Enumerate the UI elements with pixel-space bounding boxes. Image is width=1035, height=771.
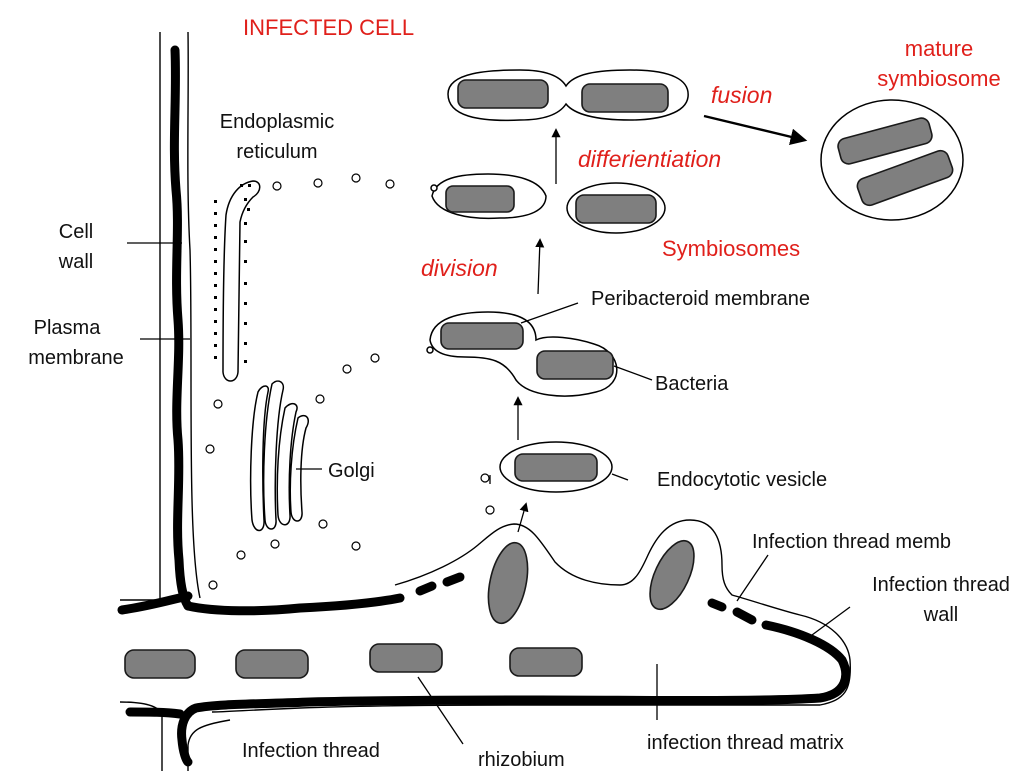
differentiation-label: differientiation — [578, 146, 721, 172]
plasma-membrane-label-line1: Plasma — [34, 317, 102, 339]
infection-thread-wall-label-line2: wall — [923, 604, 958, 626]
bacteria-pair-vesicle — [427, 312, 617, 396]
plasma-membrane-label-line2: membrane — [28, 347, 124, 369]
golgi-apparatus — [251, 381, 309, 530]
division-label: division — [421, 255, 498, 281]
mature-symbiosome-label-line2: symbiosome — [877, 66, 1000, 91]
fusing-symbiosome-pair — [448, 70, 688, 120]
rhizobium-label: rhizobium — [478, 749, 565, 771]
peribacteroid-membrane-label: Peribacteroid membrane — [591, 288, 810, 310]
er-label-line1: Endoplasmic — [220, 111, 335, 133]
cell-wall-label-line1: Cell — [59, 221, 93, 243]
title-label: INFECTED CELL — [243, 15, 414, 40]
endoplasmic-reticulum — [214, 181, 260, 381]
golgi-label: Golgi — [328, 460, 375, 482]
cell-wall-label-line2: wall — [58, 251, 93, 273]
symbiosomes-label: Symbiosomes — [662, 236, 800, 261]
symbiosomes — [431, 174, 665, 233]
infection-thread — [125, 520, 850, 762]
infection-thread-label: Infection thread — [242, 740, 380, 762]
endocytotic-vesicle-label: Endocytotic vesicle — [657, 469, 827, 491]
infection-thread-membrane-label: Infection thread memb — [752, 531, 951, 553]
small-vesicles — [206, 174, 494, 589]
mature-symbiosome — [821, 100, 963, 220]
fusion-label: fusion — [711, 82, 772, 108]
mature-symbiosome-label-line1: mature — [905, 36, 973, 61]
er-label-line2: reticulum — [236, 141, 317, 163]
bacteria-label: Bacteria — [655, 373, 729, 395]
infection-thread-matrix-label: infection thread matrix — [647, 732, 844, 754]
endocytotic-vesicle — [500, 442, 612, 492]
infection-thread-wall-label-line1: Infection thread — [872, 574, 1010, 596]
